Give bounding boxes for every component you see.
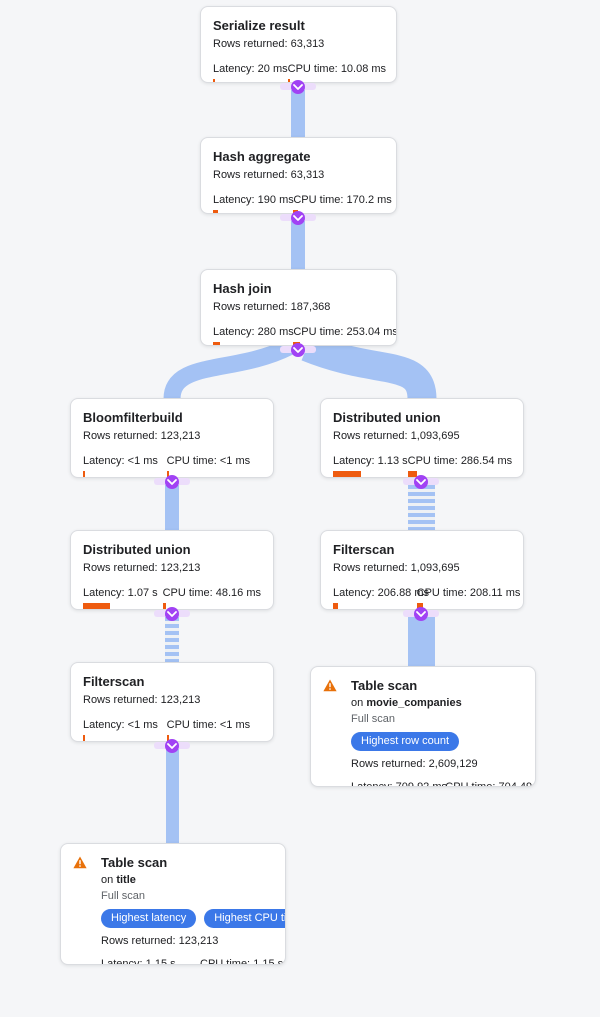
node-title: Bloomfilterbuild (83, 410, 183, 425)
rows-returned: Rows returned: 2,609,129 (351, 758, 478, 770)
node-title: Filterscan (83, 674, 145, 689)
edge-serialize-to-hashaggregate (291, 83, 305, 139)
plan-node-table-scan-movie-companies[interactable]: Table scan on movie_companies Full scan … (310, 666, 536, 787)
cpu-time-value: CPU time: 170.2 ms (293, 194, 392, 206)
latency-bar (333, 603, 338, 609)
node-title: Distributed union (333, 410, 441, 425)
latency-value: Latency: 206.88 ms (333, 587, 430, 599)
rows-returned: Rows returned: 63,313 (213, 38, 325, 50)
node-title: Table scan (351, 678, 418, 693)
node-title: Hash aggregate (213, 149, 311, 164)
latency-bar (213, 210, 218, 213)
latency-bar (83, 735, 85, 741)
scan-target: on movie_companies (351, 697, 462, 709)
cpu-time-value: CPU time: <1 ms (166, 719, 251, 731)
latency-value: Latency: 1.15 s (101, 958, 176, 965)
edge-filterscan-to-tablescan-left (166, 742, 179, 844)
latency-value: Latency: 1.13 s (333, 455, 408, 467)
node-title: Filterscan (333, 542, 395, 557)
cpu-time-bar (416, 603, 423, 609)
cpu-time-value: CPU time: 10.08 ms (287, 63, 387, 75)
rows-returned: Rows returned: 123,213 (83, 430, 201, 442)
rows-returned: Rows returned: 123,213 (83, 694, 201, 706)
collapse-chevron-icon[interactable] (154, 739, 190, 754)
edge-hashaggregate-to-hashjoin (291, 214, 305, 271)
latency-bar (333, 471, 361, 477)
rows-returned: Rows returned: 63,313 (213, 169, 325, 181)
rows-returned: Rows returned: 123,213 (101, 935, 219, 947)
edge-distributedunion-to-filterscan-left (165, 610, 179, 663)
node-title: Table scan (101, 855, 168, 870)
node-title: Hash join (213, 281, 272, 296)
node-title: Serialize result (213, 18, 305, 33)
cpu-time-bar (166, 735, 169, 741)
plan-node-distributed-union-left[interactable]: Distributed union Rows returned: 123,213… (70, 530, 274, 610)
collapse-chevron-icon[interactable] (403, 607, 439, 622)
rows-returned: Rows returned: 187,368 (213, 301, 331, 313)
plan-node-hash-aggregate[interactable]: Hash aggregate Rows returned: 63,313 Lat… (200, 137, 397, 214)
plan-node-table-scan-title[interactable]: Table scan on title Full scan Highest la… (60, 843, 286, 965)
latency-bar (83, 471, 85, 477)
rows-returned: Rows returned: 1,093,695 (333, 562, 460, 574)
collapse-chevron-icon[interactable] (154, 475, 190, 490)
scan-type: Full scan (351, 713, 396, 725)
latency-value: Latency: <1 ms (83, 719, 158, 731)
cpu-time-value: CPU time: <1 ms (166, 455, 251, 467)
cpu-time-value: CPU time: 48.16 ms (162, 587, 261, 599)
cpu-time-bar (287, 79, 290, 82)
cpu-time-value: CPU time: 704.49 ms (445, 781, 535, 787)
latency-value: Latency: 20 ms (213, 63, 288, 75)
latency-value: Latency: 709.92 ms (351, 781, 448, 787)
highest-latency-badge: Highest latency (101, 909, 197, 928)
collapse-chevron-icon[interactable] (280, 343, 316, 358)
warning-icon (323, 679, 337, 692)
latency-bar (83, 603, 110, 609)
latency-bar (213, 79, 215, 82)
node-title: Distributed union (83, 542, 191, 557)
warning-icon (73, 856, 87, 869)
highest-cpu-time-badge: Highest CPU time (204, 909, 285, 928)
rows-returned: Rows returned: 1,093,695 (333, 430, 460, 442)
collapse-chevron-icon[interactable] (280, 211, 316, 226)
rows-returned: Rows returned: 123,213 (83, 562, 201, 574)
cpu-time-value: CPU time: 1.15 s (200, 958, 284, 965)
plan-node-filterscan-left[interactable]: Filterscan Rows returned: 123,213 Latenc… (70, 662, 274, 742)
collapse-chevron-icon[interactable] (280, 80, 316, 95)
latency-value: Latency: <1 ms (83, 455, 158, 467)
highest-row-count-badge: Highest row count (351, 732, 460, 751)
cpu-time-value: CPU time: 286.54 ms (407, 455, 513, 467)
plan-node-filterscan-right[interactable]: Filterscan Rows returned: 1,093,695 Late… (320, 530, 524, 610)
latency-bar (213, 342, 220, 345)
cpu-time-bar (407, 471, 417, 477)
edge-bloomfilterbuild-to-distributedunion (165, 478, 179, 531)
scan-type: Full scan (101, 890, 146, 902)
cpu-time-bar (166, 471, 169, 477)
scan-target: on title (101, 874, 136, 886)
latency-value: Latency: 280 ms (213, 326, 294, 338)
cpu-time-value: CPU time: 253.04 ms (293, 326, 397, 338)
plan-node-bloomfilterbuild[interactable]: Bloomfilterbuild Rows returned: 123,213 … (70, 398, 274, 478)
plan-node-serialize-result[interactable]: Serialize result Rows returned: 63,313 L… (200, 6, 397, 83)
latency-value: Latency: 1.07 s (83, 587, 158, 599)
cpu-time-bar (162, 603, 166, 609)
latency-value: Latency: 190 ms (213, 194, 294, 206)
collapse-chevron-icon[interactable] (403, 475, 439, 490)
cpu-time-value: CPU time: 208.11 ms (416, 587, 521, 599)
plan-node-hash-join[interactable]: Hash join Rows returned: 187,368 Latency… (200, 269, 397, 346)
plan-node-distributed-union-right[interactable]: Distributed union Rows returned: 1,093,6… (320, 398, 524, 478)
collapse-chevron-icon[interactable] (154, 607, 190, 622)
